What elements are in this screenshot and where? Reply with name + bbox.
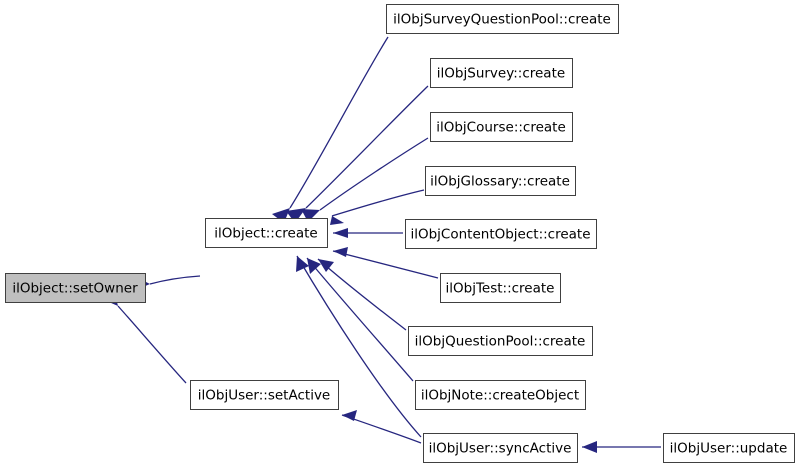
node-label: ilObjUser::update bbox=[670, 441, 788, 457]
arrowhead-icon bbox=[286, 208, 306, 223]
edge-survey-to-create bbox=[305, 85, 429, 209]
node-box[interactable] bbox=[386, 4, 619, 34]
node-box[interactable] bbox=[5, 273, 146, 303]
node-box[interactable] bbox=[415, 380, 586, 410]
arrowhead-icon bbox=[333, 228, 348, 238]
node-label: ilObject::create bbox=[214, 226, 317, 242]
node-box[interactable] bbox=[430, 58, 573, 88]
edge-note-to-create bbox=[306, 257, 414, 382]
node-box[interactable] bbox=[423, 433, 578, 463]
node-note[interactable]: ilObjNote::createObject bbox=[415, 380, 586, 410]
edge-line bbox=[117, 305, 187, 384]
edge-glossary-to-create bbox=[331, 189, 425, 217]
node-label: ilObjQuestionPool::create bbox=[415, 334, 586, 350]
arrowhead-icon bbox=[330, 216, 344, 225]
node-label: ilObjUser::syncActive bbox=[429, 441, 572, 457]
edge-line bbox=[305, 85, 429, 209]
node-box[interactable] bbox=[440, 273, 561, 303]
node-box[interactable] bbox=[205, 218, 328, 248]
node-course[interactable]: ilObjCourse::create bbox=[430, 112, 573, 142]
edge-questionPool-to-create bbox=[317, 258, 407, 331]
edge-line bbox=[319, 137, 429, 211]
arrowhead-icon bbox=[342, 410, 357, 421]
node-setActive[interactable]: ilObjUser::setActive bbox=[190, 380, 339, 410]
node-surveyQuestionPool[interactable]: ilObjSurveyQuestionPool::create bbox=[386, 4, 619, 34]
edge-surveyQuestionPool-to-create bbox=[289, 36, 389, 209]
node-contentObject[interactable]: ilObjContentObject::create bbox=[405, 219, 597, 249]
arrowhead-icon bbox=[333, 247, 348, 257]
node-setOwner[interactable]: ilObject::setOwner bbox=[5, 273, 146, 303]
edge-line bbox=[332, 250, 439, 279]
node-update[interactable]: ilObjUser::update bbox=[663, 433, 795, 463]
node-label: ilObjCourse::create bbox=[436, 120, 566, 136]
edge-line bbox=[296, 255, 422, 438]
node-box[interactable] bbox=[425, 166, 576, 196]
arrowhead-icon bbox=[318, 259, 334, 272]
node-box[interactable] bbox=[190, 380, 339, 410]
arrowhead-icon bbox=[301, 209, 320, 222]
node-label: ilObjUser::setActive bbox=[198, 388, 330, 404]
edge-line bbox=[306, 257, 414, 382]
node-test[interactable]: ilObjTest::create bbox=[440, 273, 561, 303]
node-create[interactable]: ilObject::create bbox=[205, 218, 328, 248]
node-questionPool[interactable]: ilObjQuestionPool::create bbox=[408, 326, 593, 356]
arrowhead-icon bbox=[582, 441, 597, 453]
edge-setActive-to-setOwner bbox=[117, 305, 187, 384]
node-glossary[interactable]: ilObjGlossary::create bbox=[425, 166, 576, 196]
node-label: ilObject::setOwner bbox=[12, 281, 138, 297]
node-label: ilObjSurveyQuestionPool::create bbox=[393, 12, 611, 28]
edge-line bbox=[317, 258, 407, 331]
node-box[interactable] bbox=[408, 326, 593, 356]
node-box[interactable] bbox=[405, 219, 597, 249]
node-box[interactable] bbox=[430, 112, 573, 142]
edge-create-to-setOwner bbox=[149, 275, 201, 285]
node-survey[interactable]: ilObjSurvey::create bbox=[430, 58, 573, 88]
node-label: ilObjContentObject::create bbox=[410, 227, 590, 243]
node-syncActive[interactable]: ilObjUser::syncActive bbox=[423, 433, 578, 463]
arrowhead-icon bbox=[307, 258, 321, 274]
node-box[interactable] bbox=[663, 433, 795, 463]
edge-course-to-create bbox=[319, 137, 429, 211]
edge-line bbox=[289, 36, 389, 209]
node-label: ilObjNote::createObject bbox=[421, 388, 579, 404]
node-label: ilObjGlossary::create bbox=[430, 174, 570, 190]
arrowhead-icon bbox=[296, 256, 309, 272]
node-label: ilObjSurvey::create bbox=[437, 66, 565, 82]
edge-line bbox=[149, 275, 201, 285]
nodes-layer: ilObject::setOwner ilObject::create ilObjS… bbox=[5, 4, 795, 463]
edge-line bbox=[331, 189, 425, 217]
edge-syncActive-to-create bbox=[296, 255, 422, 438]
edge-test-to-create bbox=[332, 250, 439, 279]
node-label: ilObjTest::create bbox=[446, 281, 555, 297]
